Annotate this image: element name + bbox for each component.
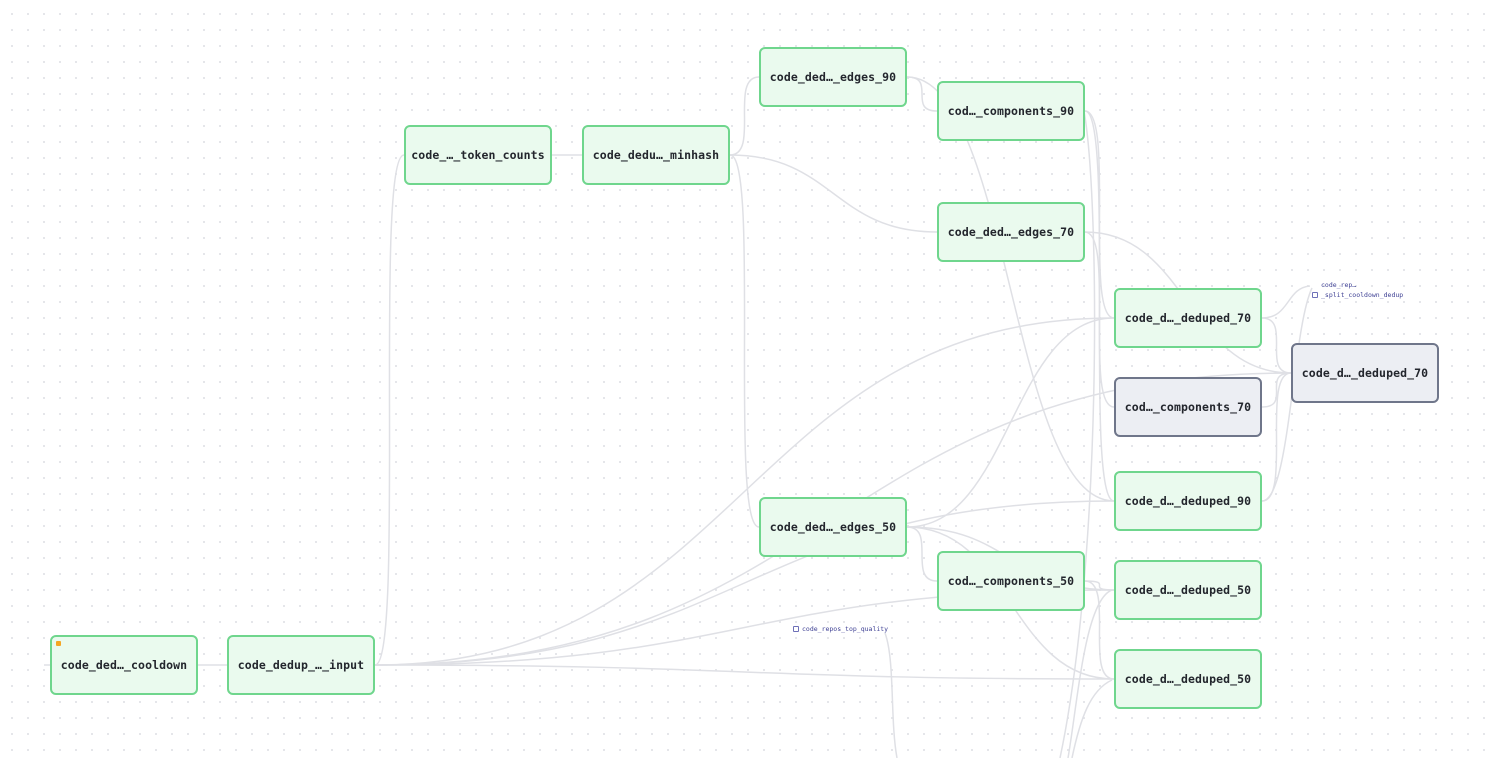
- asset-node-label: code_ded…_edges_50: [769, 520, 897, 534]
- asset-node-deduped-50-alt[interactable]: code_d…_deduped_50: [1114, 649, 1262, 709]
- graph-edge: [1261, 287, 1313, 502]
- graph-edge: [374, 500, 1115, 666]
- graph-edge: [1071, 679, 1113, 758]
- graph-edge: [729, 76, 760, 156]
- asset-node-minhash[interactable]: code_dedu…_minhash: [582, 125, 730, 185]
- asset-node-label: code_d…_deduped_70: [1301, 366, 1429, 380]
- asset-node-edges-90[interactable]: code_ded…_edges_90: [759, 47, 907, 107]
- asset-node-cooldown[interactable]: code_ded…_cooldown: [50, 635, 198, 695]
- graph-edge: [906, 526, 938, 582]
- asset-node-label: cod…_components_70: [1124, 400, 1252, 414]
- graph-edge: [906, 76, 938, 112]
- external-asset-repos-top-quality[interactable]: code_repos_top_quality: [793, 624, 888, 634]
- external-link-icon: [1312, 292, 1318, 298]
- asset-node-components-50[interactable]: cod…_components_50: [937, 551, 1085, 611]
- external-asset-label: code_rep…: [1321, 281, 1357, 289]
- graph-edge: [1059, 110, 1096, 758]
- asset-node-label: cod…_components_90: [947, 104, 1075, 118]
- graph-edge: [884, 632, 898, 758]
- graph-edge: [729, 154, 760, 528]
- asset-node-edges-50[interactable]: code_ded…_edges_50: [759, 497, 907, 557]
- asset-node-input[interactable]: code_dedup_…_input: [227, 635, 375, 695]
- asset-node-components-70[interactable]: cod…_components_70: [1114, 377, 1262, 437]
- asset-node-label: code_ded…_edges_70: [947, 225, 1075, 239]
- asset-node-label: code_ded…_cooldown: [60, 658, 188, 672]
- graph-edge: [1084, 580, 1115, 680]
- asset-node-label: code_…_token_counts: [411, 148, 545, 162]
- graph-edge: [729, 154, 938, 233]
- asset-node-deduped-90[interactable]: code_d…_deduped_90: [1114, 471, 1262, 531]
- graph-edge: [1261, 372, 1292, 408]
- asset-node-deduped-50[interactable]: code_d…_deduped_50: [1114, 560, 1262, 620]
- asset-node-token-counts[interactable]: code_…_token_counts: [404, 125, 552, 185]
- asset-node-deduped-70[interactable]: code_d…_deduped_70: [1114, 288, 1262, 348]
- asset-node-label: code_ded…_edges_90: [769, 70, 897, 84]
- asset-node-components-90[interactable]: cod…_components_90: [937, 81, 1085, 141]
- asset-node-label: code_d…_deduped_70: [1124, 311, 1252, 325]
- external-link-icon: [793, 626, 799, 632]
- graph-edge: [374, 664, 1115, 680]
- graph-edge: [1067, 589, 1113, 758]
- graph-edge: [1261, 317, 1292, 374]
- stale-marker-icon: [56, 641, 61, 646]
- asset-node-label: code_d…_deduped_50: [1124, 583, 1252, 597]
- asset-node-label: cod…_components_50: [947, 574, 1075, 588]
- asset-node-deduped-70-final[interactable]: code_d…_deduped_70: [1291, 343, 1439, 403]
- external-asset-label: _split_cooldown_dedup: [1321, 291, 1404, 299]
- external-asset-label: code_repos_top_quality: [802, 625, 889, 633]
- asset-node-label: code_d…_deduped_50: [1124, 672, 1252, 686]
- asset-node-label: code_d…_deduped_90: [1124, 494, 1252, 508]
- external-asset-split-cooldown-dedup[interactable]: code_rep… _split_cooldown_dedup: [1312, 280, 1403, 300]
- asset-node-label: code_dedu…_minhash: [592, 148, 720, 162]
- asset-node-edges-70[interactable]: code_ded…_edges_70: [937, 202, 1085, 262]
- graph-edge: [374, 154, 405, 666]
- graph-edge: [374, 317, 1115, 666]
- asset-node-label: code_dedup_…_input: [237, 658, 365, 672]
- graph-edge: [1261, 285, 1311, 319]
